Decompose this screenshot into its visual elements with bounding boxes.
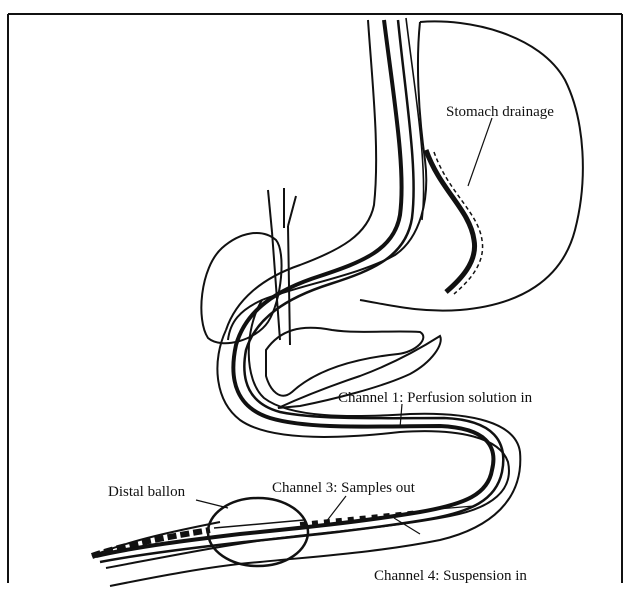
label-stomach-drainage: Stomach drainage bbox=[446, 104, 554, 120]
label-channel-1: Channel 1: Perfusion solution in bbox=[338, 390, 533, 406]
figure-frame bbox=[8, 14, 622, 583]
label-channel-3: Channel 3: Samples out bbox=[272, 480, 416, 496]
drainage-tube bbox=[426, 150, 483, 294]
label-channel-4: Channel 4: Suspension in bbox=[374, 568, 527, 584]
label-distal-balloon: Distal ballon bbox=[108, 484, 186, 500]
